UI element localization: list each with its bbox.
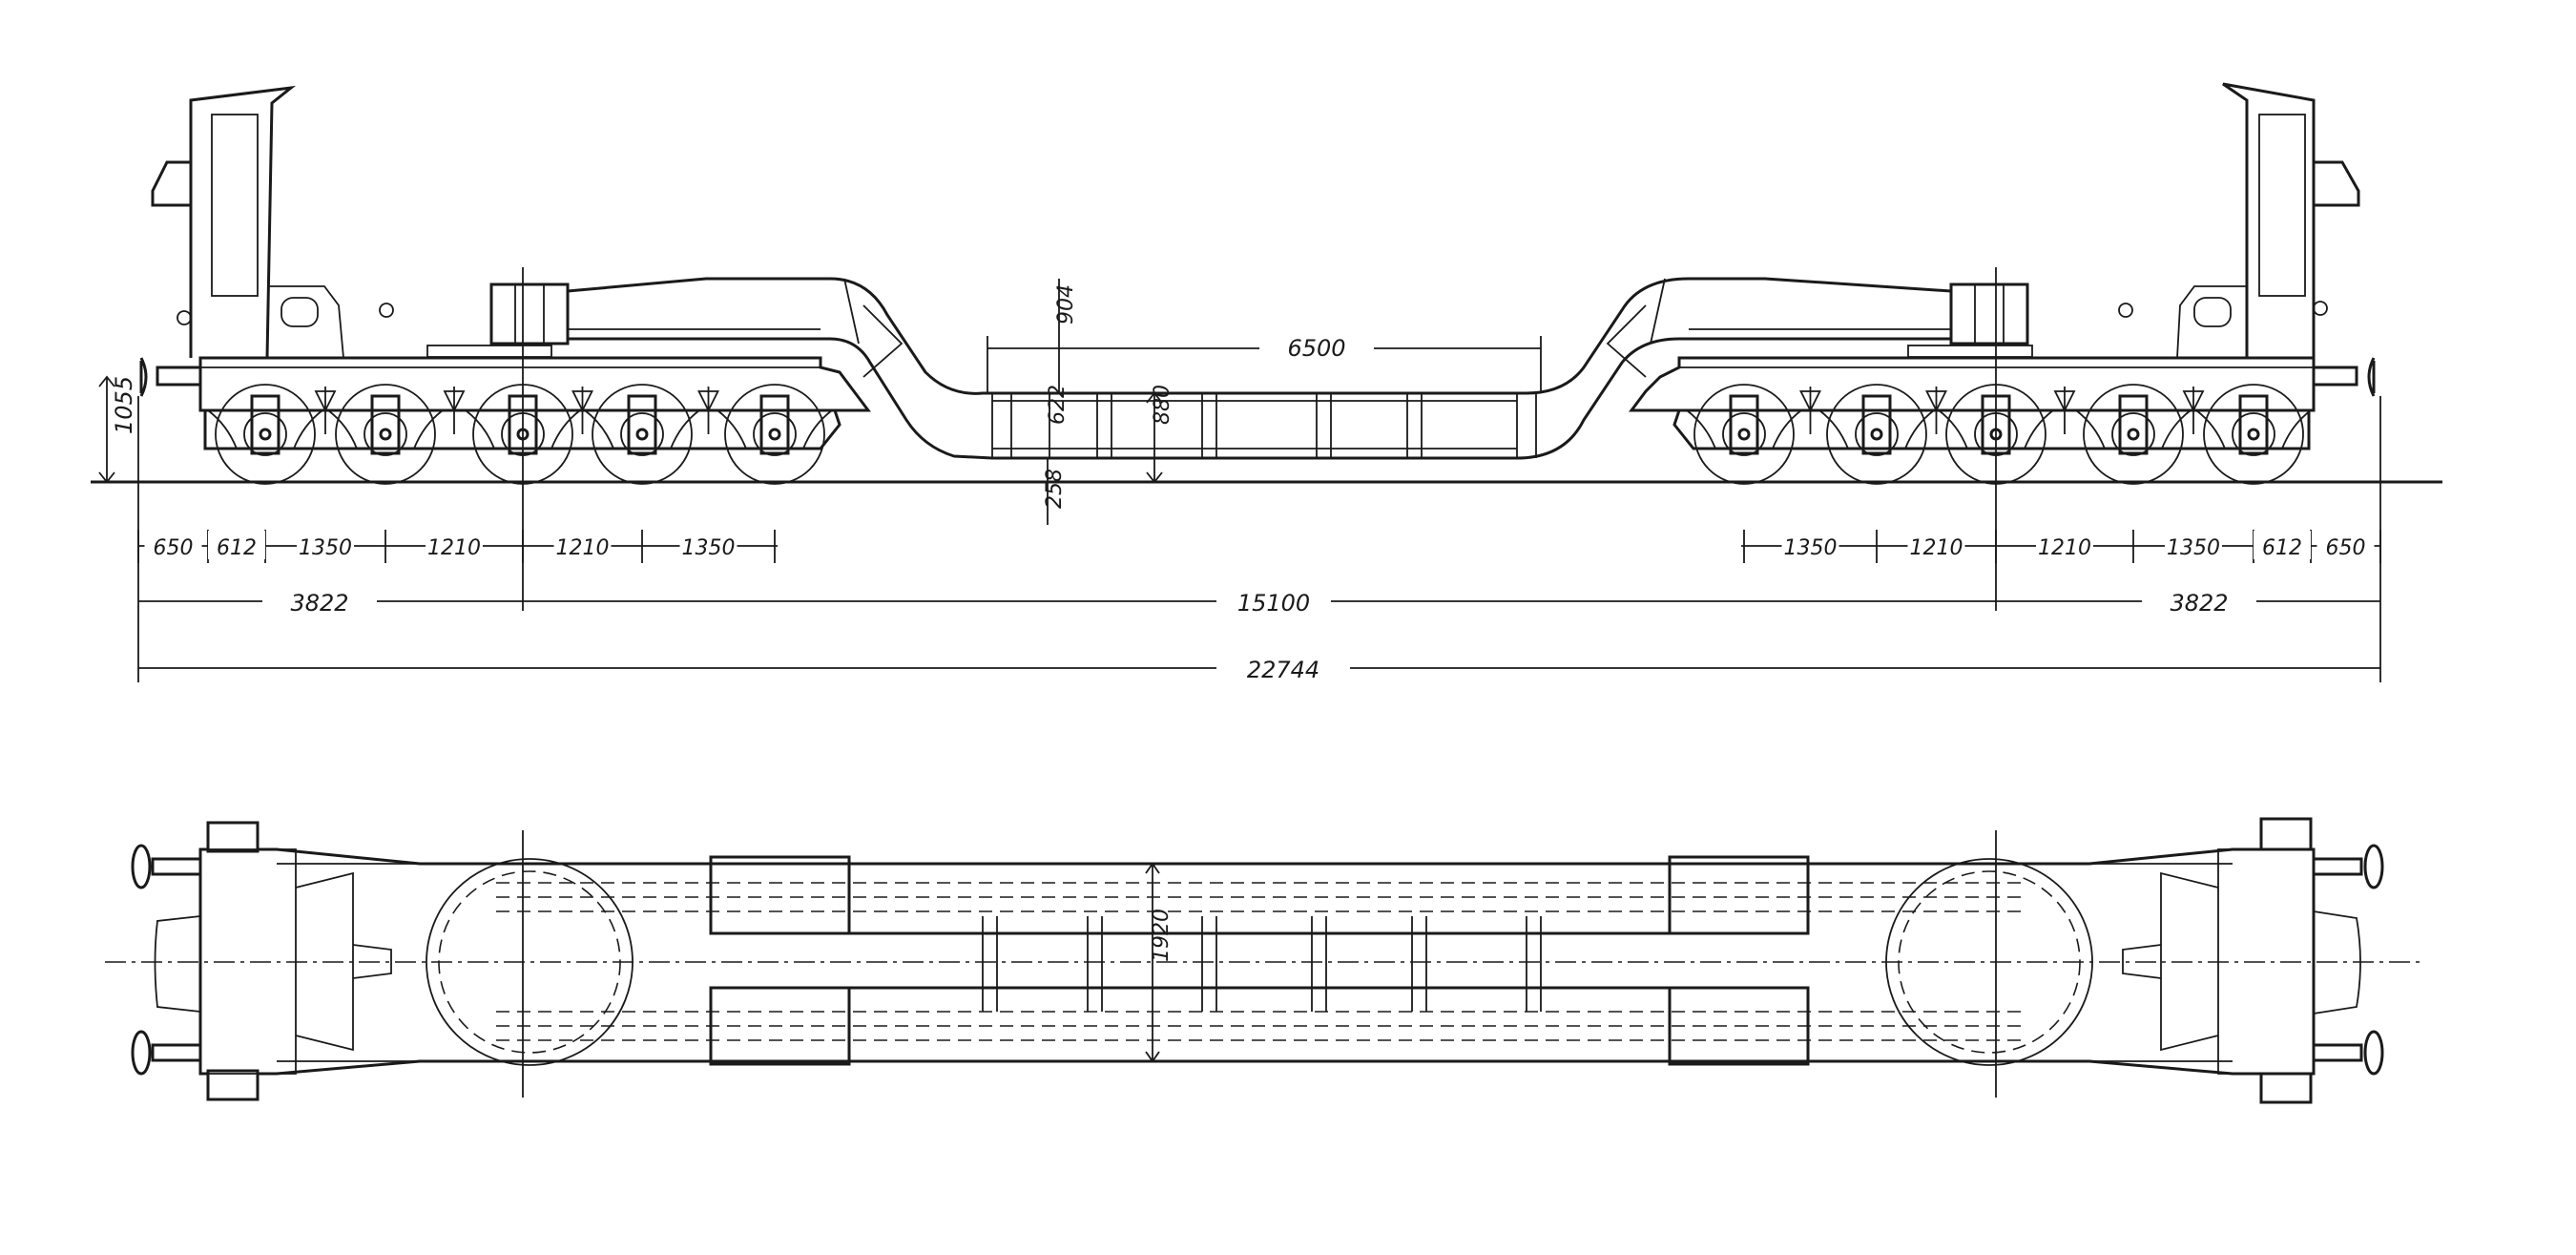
dim-spacing-right-3: 1210 [2038, 536, 2091, 560]
dim-pit-depth: 904 [1054, 284, 1078, 324]
spring-right-1 [1799, 387, 1821, 434]
dim-spacing-left-6: 1350 [682, 536, 736, 560]
axle-spacing-dimensions: 650 612 1350 1210 1210 1350 1350 1210 1210 1350 61… [137, 530, 2381, 563]
dim-overall-center: 15100 [1237, 590, 1310, 617]
dim-spacing-left-5: 1210 [556, 536, 610, 560]
dim-spacing-right-2: 1210 [1910, 536, 1963, 560]
dim-deck-clearance: 258 [1043, 469, 1067, 509]
dim-frame-depth: 880 [1151, 385, 1174, 425]
bogie-left [203, 384, 841, 485]
overall-dimensions: 3822 15100 3822 22744 [137, 267, 2381, 683]
dim-spacing-left-2: 612 [217, 536, 257, 560]
plan-view: 1920 [105, 817, 2423, 1104]
dim-spacing-left-4: 1210 [427, 536, 481, 560]
buffer-left [139, 357, 202, 397]
dim-spacing-right-1: 1350 [1784, 536, 1838, 560]
spring-left-3 [571, 387, 593, 434]
dim-spacing-left-3: 1350 [299, 536, 352, 560]
buffer-right [2312, 357, 2376, 397]
spring-left-1 [314, 387, 337, 434]
well-girder-side [567, 277, 1952, 460]
dim-spacing-right-5: 612 [2262, 536, 2302, 560]
dim-spacing-right-6: 650 [2326, 536, 2366, 560]
dim-buffer-height: 1055 [111, 376, 137, 434]
dim-well-length: 6500 [1287, 335, 1345, 362]
spring-right-2 [1925, 387, 1947, 434]
wagon-body-side [151, 82, 2360, 412]
dim-overall-length: 22744 [1247, 657, 1319, 683]
wheel-right-4 [2075, 384, 2192, 485]
wheel-right-2 [1818, 384, 1935, 485]
spring-left-2 [443, 387, 466, 434]
well-length-dimension: 6500 [987, 335, 1542, 393]
wheel-left-4 [584, 384, 700, 485]
plan-buffers [131, 844, 2384, 1076]
dim-spacing-left-1: 650 [154, 536, 194, 560]
dim-deck-height: 622 [1046, 385, 1070, 425]
wheel-left-2 [327, 384, 444, 485]
dim-overall-right: 3822 [2170, 590, 2228, 617]
bogie-right [1672, 384, 2312, 485]
side-view: 1055 904 622 880 258 6500 650 612 1350 1210… [91, 82, 2442, 683]
spring-right-4 [2182, 387, 2205, 434]
spring-left-4 [697, 387, 719, 434]
height-dimensions: 1055 904 622 880 258 [98, 279, 1174, 525]
wheel-left-5 [717, 384, 833, 485]
spring-right-3 [2053, 387, 2076, 434]
wheel-left-1 [207, 384, 323, 485]
wheel-right-1 [1686, 384, 1802, 485]
dim-plan-width: 1920 [1150, 909, 1174, 962]
wheel-right-5 [2195, 384, 2312, 485]
dim-spacing-right-4: 1350 [2167, 536, 2220, 560]
dim-overall-left: 3822 [290, 590, 348, 617]
